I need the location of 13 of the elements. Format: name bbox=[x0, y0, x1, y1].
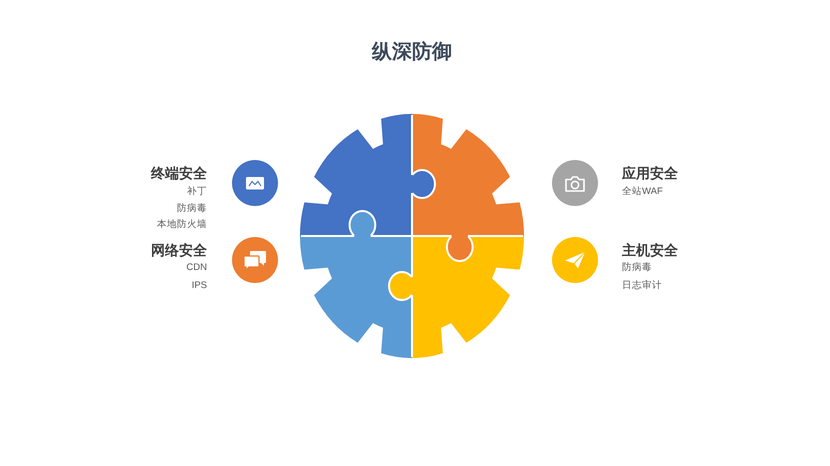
item-text: 防病毒 bbox=[622, 262, 652, 274]
item-text: 全站WAF bbox=[622, 186, 663, 198]
item-text: CDN bbox=[186, 262, 207, 274]
section-heading: 应用安全 bbox=[622, 165, 678, 182]
item-text: 补丁 bbox=[187, 186, 207, 198]
section-heading: 主机安全 bbox=[622, 242, 678, 259]
item-text: 日志审计 bbox=[622, 280, 662, 292]
item-text: 防病毒 bbox=[177, 203, 207, 215]
section-heading: 网络安全 bbox=[151, 242, 207, 259]
item-text: IPS bbox=[192, 280, 207, 292]
item-text: 本地防火墙 bbox=[157, 219, 207, 231]
diagram-title: 纵深防御 bbox=[372, 40, 452, 64]
section-heading: 终端安全 bbox=[151, 165, 207, 182]
